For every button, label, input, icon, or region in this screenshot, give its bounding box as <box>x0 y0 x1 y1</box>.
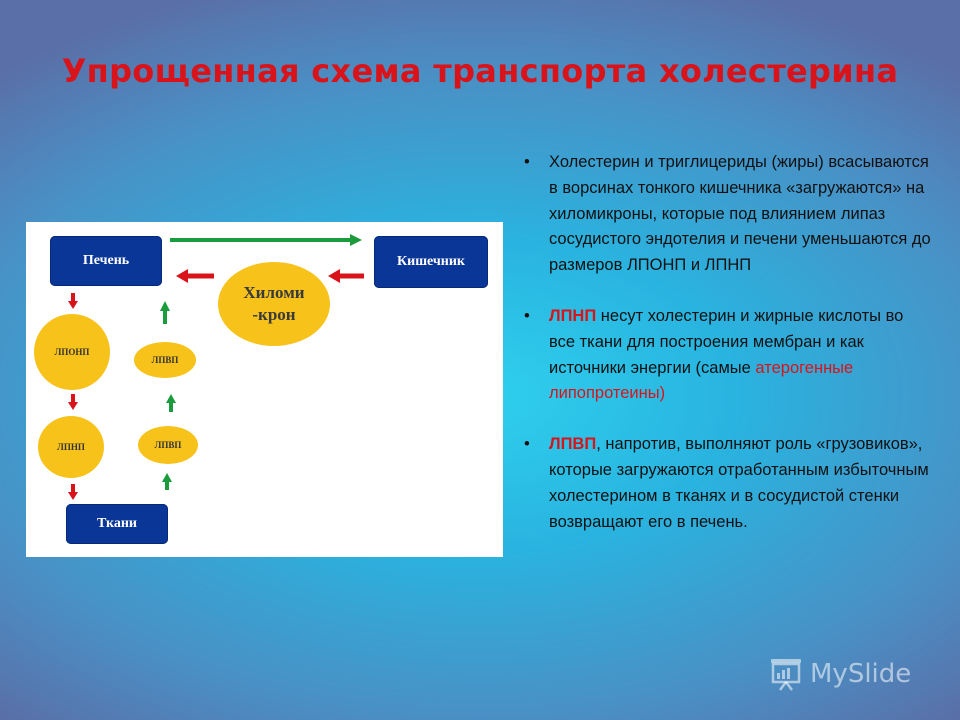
bullet-list: Холестерин и триглицериды (жиры) всасыва… <box>522 150 932 560</box>
tissues-label: Ткани <box>97 516 137 531</box>
green-arrow-tissues-to-lpvp <box>162 473 172 490</box>
bullet-ldl-text: несут холестерин и жирные кислоты во все… <box>549 306 904 377</box>
green-arrow-liver-to-intestine <box>170 234 362 246</box>
bullet-hdl-term: ЛПВП <box>549 435 597 454</box>
liver-node: Печень <box>50 236 162 286</box>
red-arrow-liver-to-lponp <box>68 293 78 309</box>
chylomicron-label-line2: -крон <box>252 305 296 324</box>
watermark: MySlide <box>768 654 911 694</box>
red-arrow-lpnp-to-tissues <box>68 484 78 500</box>
tissues-node: Ткани <box>66 504 168 544</box>
bullet-chylomicrons-text: Холестерин и триглицериды (жиры) всасыва… <box>549 153 931 275</box>
bullet-ldl-red-text: атерогенные липопротеины) <box>549 358 854 403</box>
bullet-hdl-text: , напротив, выполняют роль «грузовиков»,… <box>549 435 929 531</box>
liver-label: Печень <box>82 253 130 268</box>
green-arrow-lpvp-to-lpvp <box>166 394 176 412</box>
green-arrow-lpvp-to-liver <box>160 301 170 324</box>
bullet-hdl: ЛПВП, напротив, выполняют роль «грузовик… <box>522 432 932 535</box>
red-arrow-chylomicron-to-liver <box>176 269 214 283</box>
lpvp-lower-label: ЛПВП <box>154 440 182 450</box>
lpvp-upper-node: ЛПВП <box>134 342 196 378</box>
watermark-text: MySlide <box>810 659 912 689</box>
intestine-label: Кишечник <box>397 254 465 269</box>
transport-diagram: Печень Кишечник Ткани Хиломи -крон ЛПОНП… <box>26 222 503 557</box>
bullet-ldl-term: ЛПНП <box>549 306 597 325</box>
bullet-chylomicrons: Холестерин и триглицериды (жиры) всасыва… <box>522 150 932 279</box>
bullet-ldl: ЛПНП несут холестерин и жирные кислоты в… <box>522 304 932 407</box>
lpvp-lower-node: ЛПВП <box>138 426 198 464</box>
red-arrow-lponp-to-lpnp <box>68 394 78 410</box>
diagram-arrows <box>68 234 364 500</box>
chylomicron-node: Хиломи -крон <box>218 262 330 346</box>
lpnp-node: ЛПНП <box>38 416 104 478</box>
presentation-board-icon <box>771 659 801 691</box>
lponp-label: ЛПОНП <box>54 347 90 357</box>
lpvp-upper-label: ЛПВП <box>151 355 179 365</box>
chylomicron-label-line1: Хиломи <box>243 283 305 302</box>
lpnp-label: ЛПНП <box>57 442 85 452</box>
red-arrow-intestine-to-chylomicron <box>328 269 364 283</box>
slide-title: Упрощенная схема транспорта холестерина <box>61 52 899 90</box>
intestine-node: Кишечник <box>374 236 488 288</box>
lponp-node: ЛПОНП <box>34 314 110 390</box>
